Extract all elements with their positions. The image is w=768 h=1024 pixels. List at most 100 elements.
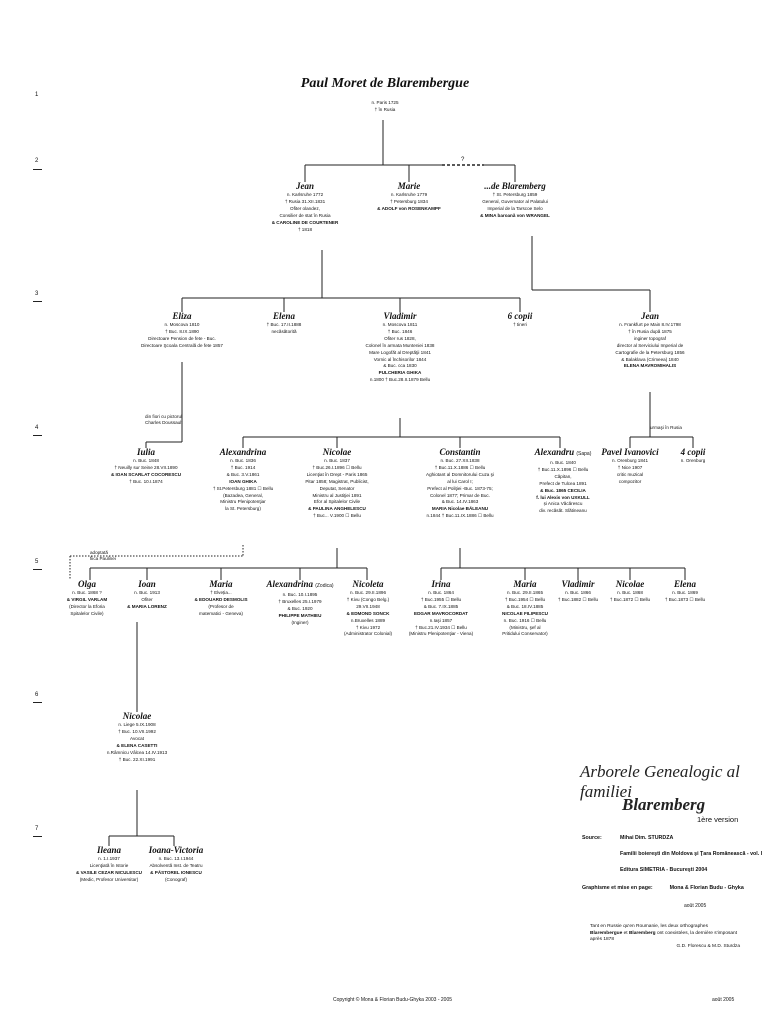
person-detail-line: MARIA Nicolae BĂLEANU: [431, 506, 489, 512]
person-name: Maria: [176, 579, 266, 590]
person-detail-line: & Balaklava (Crimeea) 1840: [621, 356, 679, 362]
generation-rule: [33, 569, 42, 570]
person-detail-line: (Medic, Profesor Universitar): [79, 876, 139, 882]
person-detail-line: n. Karlsruhe 1779: [390, 192, 428, 197]
person-name: ...de Blaremberg: [440, 181, 590, 192]
eliza-ward-note: din fiori cu pictorul Charles Doussault: [145, 414, 183, 427]
person-name: Ioan: [112, 579, 182, 590]
person-name: Jean: [580, 311, 720, 322]
note-text-bold: Blaremberg: [628, 930, 656, 936]
note-line: fiica Paulinei: [90, 556, 116, 562]
person-detail-line: Pritidului Conservator): [502, 631, 548, 637]
person-detail-line: Prefect de Tulcea 1891: [539, 480, 587, 486]
person-detail-line: & Buc. 1920: [287, 605, 313, 611]
person-detail-line: Directoare Şcoala Centrală de fete 1857: [141, 342, 223, 348]
person-detail-line: ELENA MAVROMIHALIS: [623, 363, 677, 369]
person-detail-line: IOAN GHIKA: [229, 478, 257, 484]
person-detail-line: n. Buc. 10.I.1895: [282, 592, 318, 597]
person-detail-line: (Administrator Colonial): [344, 631, 392, 637]
person-name: Elena: [244, 311, 324, 322]
generation-rule: [33, 702, 42, 703]
generation-rule: [33, 836, 42, 837]
person-detail-line: NICOLAE FILIPESCU: [502, 610, 548, 616]
generation-number: 4: [35, 425, 39, 431]
person-detail-line: † Buc. 10.VII.1992: [118, 728, 156, 734]
generation-number: 5: [35, 559, 39, 565]
person-name: 4 copii: [668, 447, 718, 458]
person-name: Nicolae: [605, 579, 655, 590]
person-detail-line: † Bruxelles 25.I.1979: [278, 598, 322, 604]
person-name: Alexandrina (Zodica): [255, 579, 345, 592]
person-detail-line: Licenţiat în Drept - Paris 1865: [306, 471, 368, 477]
person-detail-line: † Elveția...: [210, 590, 232, 595]
person-detail-line: n. Karlsruhe 1772: [286, 192, 324, 197]
person-name: Marie: [359, 181, 459, 192]
person-detail-line: † Buc.26.I.1896 ☐ Bellu: [312, 464, 362, 470]
person-detail-line: (Director la Eforia: [69, 603, 105, 609]
person-detail-line: & Buc. 3.V.1861: [226, 471, 260, 477]
person-detail-line: n. Buc. 1837: [324, 458, 350, 463]
person-detail-line: f. lui Alexis von UXKULL: [536, 494, 590, 500]
person-detail-line: (Ministru, şef al: [509, 624, 541, 630]
person-detail-line: & ELENA CASETTI: [116, 742, 158, 748]
person-name: Eliza: [112, 311, 252, 322]
person-detail-line: n. Buc. 1864: [428, 590, 454, 595]
person-name: Constantin: [400, 447, 520, 458]
person-name: Maria: [480, 579, 570, 590]
person-detail-line: & Buc. 1865 CECILIA: [540, 487, 586, 493]
person-detail-line: † Petersburg 1834: [390, 198, 428, 204]
person-detail-line: n.1800 † Buc.28.II.1879 Bellu: [369, 377, 431, 383]
person-detail-line: Licenţiată în Istorie: [89, 862, 129, 868]
person-name-text: Nicolae: [122, 711, 152, 721]
root-person-name: Paul Moret de Blarembergue: [300, 76, 470, 91]
person-name: Ioana-Victoria: [126, 845, 226, 856]
person-name-text: Vladimir: [383, 311, 417, 321]
person-detail-line: (Conograf): [165, 876, 187, 882]
person-detail-line: PHILIPPE MATHIEU: [278, 612, 322, 618]
person-detail-line: † Buc.11.X.1886 ☐ Bellu: [434, 464, 486, 470]
person-detail-line: † Buc.1954 ☐ Bellu: [504, 596, 546, 602]
person-detail-line: & MARIA LORENZ: [127, 603, 167, 609]
person-name: Nicoleta: [326, 579, 411, 590]
person-detail-line: Ministru Plenipotenţiar: [220, 499, 266, 505]
person-detail-line: † Neuilly sur Seine 28.VII.1890: [114, 464, 178, 470]
person-detail-line: Avocat: [130, 735, 144, 741]
person-name-text: Olga: [78, 579, 96, 589]
person-name-text: Maria: [209, 579, 233, 589]
person-detail-line: critic muzical: [616, 471, 644, 477]
person-name-text: Eliza: [172, 311, 192, 321]
person-name-text: Nicolae: [322, 447, 352, 457]
generation-number: 7: [35, 826, 39, 832]
person-detail-line: & ADOLF von ROSENKAMPF: [377, 205, 441, 211]
person-detail-line: inginer topograf: [634, 335, 666, 341]
note-text-bold: Blarembergue: [590, 930, 623, 936]
person-detail-line: † Kivu 1972: [355, 624, 381, 630]
person-detail-line: & IOAN SCARLAT COCORESCU: [110, 471, 182, 477]
person-detail-line: General, Guvernator al Palatului: [482, 198, 548, 204]
person-detail-line: † Buc. 10.I.1874: [129, 478, 163, 484]
source-publisher: Editura SIMETRIA - Bucureşti 2004: [620, 867, 707, 874]
person-detail-line: & PĂSTOREL IONESCU: [150, 869, 202, 875]
generation-number: 6: [35, 692, 39, 698]
person-detail-line: n. 1.I.1937: [98, 856, 120, 861]
person-detail-line: & EDOUARD DESMOLIS: [194, 596, 248, 602]
tree-title: Arborele Genealogic al familiei: [580, 762, 740, 801]
person-detail-line: & Buc. 14.IV.1863: [441, 499, 479, 505]
person-detail-line: Colonel 1877; Primar de Buc.: [429, 492, 490, 498]
person-detail-line: † Buc. 22.XI.1991: [118, 756, 156, 762]
person-detail-line: Deputat, Senator: [319, 485, 355, 491]
person-detail-line: n. Buc. 1868 ?: [72, 590, 102, 595]
person-detail-line: Vornic al Închisorilor 1844: [373, 356, 427, 362]
person-name: Iulia: [91, 447, 201, 458]
person-name-text: Vladimir: [561, 579, 595, 589]
source-label: Source:: [582, 835, 602, 841]
